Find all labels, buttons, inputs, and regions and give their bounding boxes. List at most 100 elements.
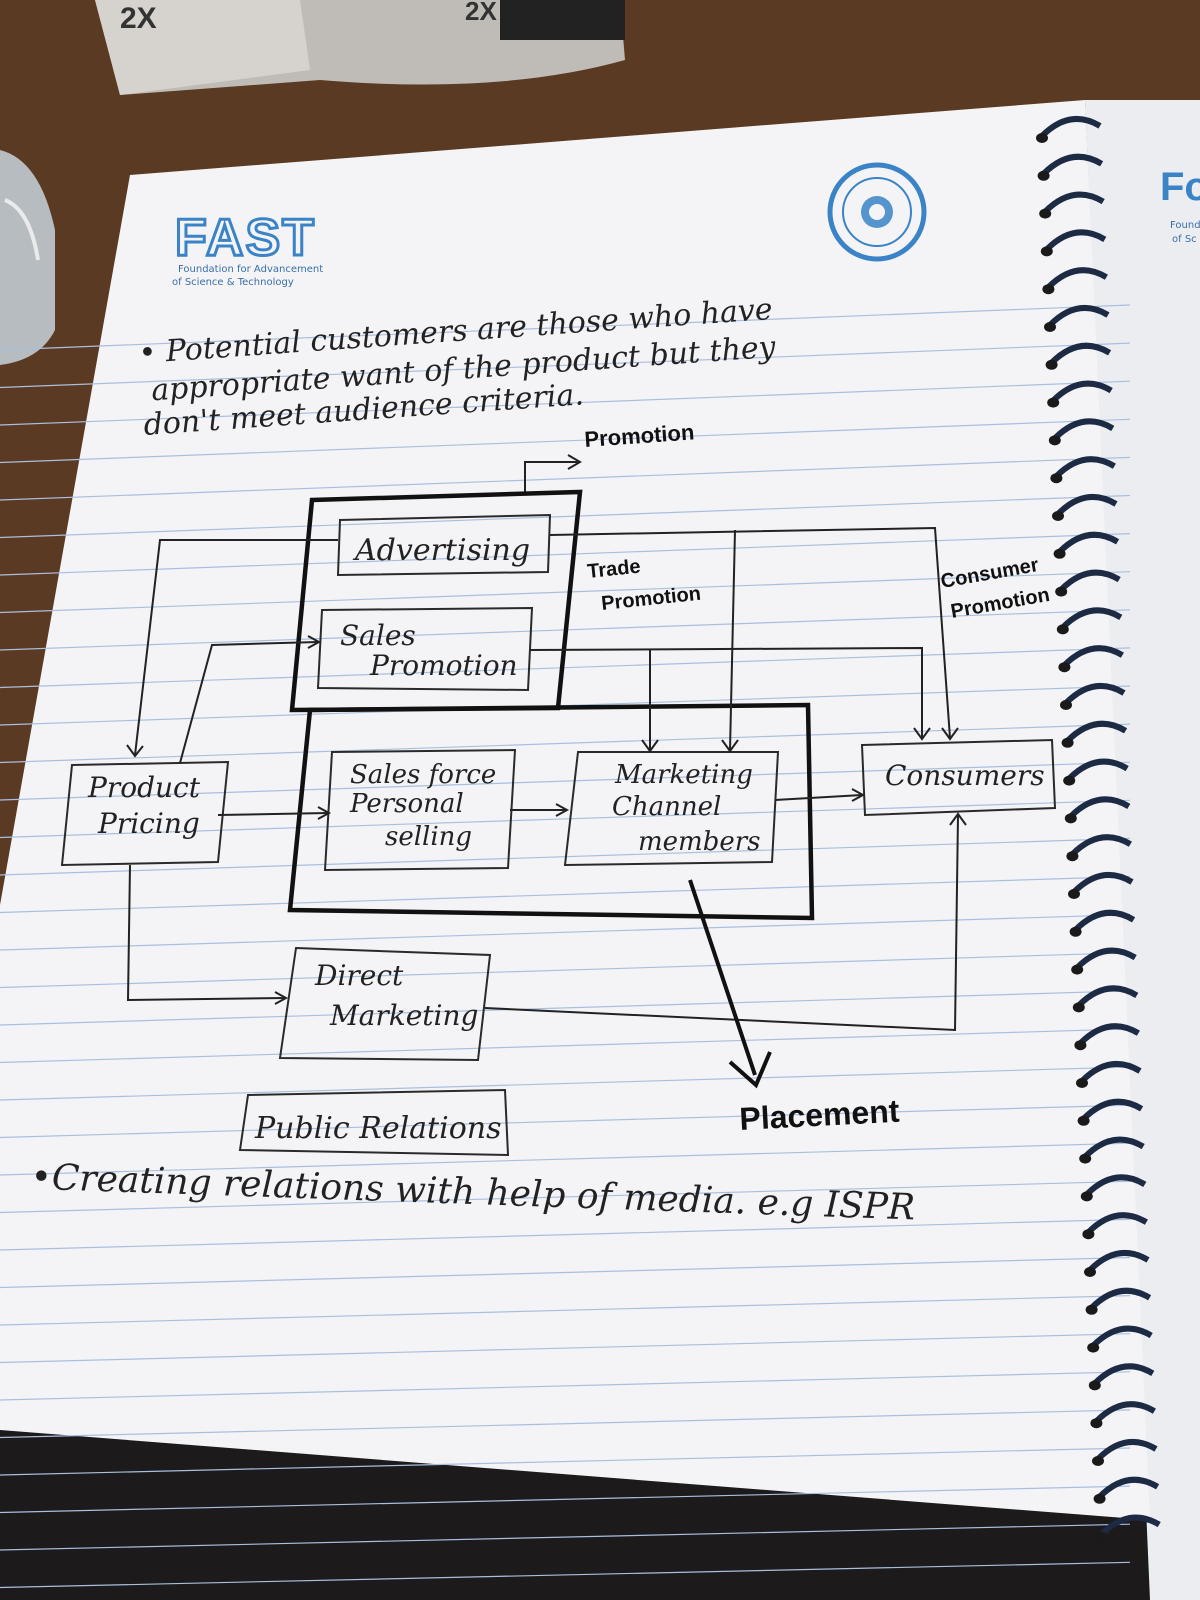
advertising-label: Advertising	[352, 533, 530, 568]
rule-line	[0, 1447, 1131, 1476]
spiral-ring	[1092, 1363, 1155, 1386]
water-bottle	[0, 150, 55, 365]
spiral-ring	[1057, 531, 1120, 554]
snack-label-1: 2X	[120, 2, 157, 35]
university-seal	[827, 162, 927, 262]
sales-force-label-1: Sales force	[350, 760, 496, 790]
spiral-ring	[1097, 1476, 1160, 1499]
placement-label: Placement	[738, 1093, 900, 1137]
direct-marketing-box	[278, 946, 492, 1062]
right-page-sub-2: of Sc	[1172, 234, 1197, 245]
punch-hole	[1048, 435, 1061, 446]
placement-arrow	[688, 879, 757, 1076]
spiral-ring	[1089, 1287, 1152, 1310]
punch-hole	[1088, 1380, 1101, 1391]
punch-hole	[1087, 1342, 1100, 1353]
consumers-label: Consumers	[885, 759, 1045, 792]
spiral-ring	[1086, 1212, 1148, 1235]
rule-line	[0, 875, 1131, 914]
spiral-ring	[1041, 153, 1104, 176]
rule-line	[0, 1218, 1131, 1251]
rule-line	[0, 914, 1131, 951]
spiral-ring	[1051, 380, 1113, 403]
right-page-sub-1: Founda	[1170, 220, 1200, 231]
public-relations-box	[238, 1088, 510, 1157]
rule-line	[0, 799, 1131, 839]
channel-members-box	[563, 751, 780, 867]
channel-label-2: Channel	[612, 792, 721, 822]
spiral-ring	[1075, 947, 1137, 970]
spiral-binding	[1036, 116, 1161, 1542]
spiral-ring	[1055, 494, 1118, 517]
rule-line	[0, 1256, 1131, 1289]
punch-hole	[1042, 284, 1055, 295]
fast-logo-text: FAST	[175, 209, 316, 267]
connector-arrows	[126, 526, 967, 1032]
punch-hole	[1066, 851, 1079, 862]
rule-line	[0, 533, 1131, 576]
fast-logo: FAST Foundation for Advancement of Scien…	[172, 208, 323, 289]
spiral-ring	[1073, 909, 1136, 932]
punch-hole	[1082, 1229, 1095, 1240]
rule-line	[0, 723, 1131, 764]
rule-line	[0, 1485, 1131, 1514]
rule-line	[0, 1409, 1131, 1439]
rule-line	[0, 647, 1131, 689]
punch-hole	[1052, 511, 1064, 521]
punch-hole	[1064, 813, 1077, 824]
punch-hole	[1076, 1078, 1088, 1088]
sales-force-label-3: selling	[385, 822, 472, 852]
rule-line	[0, 571, 1131, 614]
snack-label-2: 2X	[465, 0, 497, 26]
punch-hole	[1037, 170, 1050, 181]
spiral-ring	[1091, 1325, 1153, 1348]
direct-marketing-label-1: Direct	[314, 959, 404, 992]
punch-hole	[1055, 586, 1068, 597]
channel-label-1: Marketing	[614, 760, 753, 790]
right-page: Fo Founda of Sc	[1085, 100, 1200, 1600]
promotion-arrow	[524, 461, 578, 495]
punch-hole	[1072, 1002, 1085, 1013]
spiral-ring	[1083, 1136, 1145, 1159]
spiral-ring	[1076, 985, 1139, 1008]
punch-hole	[1045, 359, 1058, 370]
fast-logo-sub-2: of Science & Technology	[172, 277, 294, 288]
spiral-ring	[1049, 342, 1112, 365]
spiral-ring	[1084, 1174, 1147, 1197]
punch-hole	[1056, 624, 1069, 635]
punch-hole	[1039, 208, 1052, 219]
right-page-logo: Fo	[1160, 165, 1200, 209]
punch-hole	[1036, 133, 1048, 143]
punch-hole	[1092, 1456, 1104, 1466]
rule-line	[0, 494, 1131, 539]
punch-hole	[1071, 964, 1084, 975]
punch-hole	[1069, 926, 1082, 937]
sales-promotion-box	[316, 606, 534, 692]
rule-line	[0, 1142, 1131, 1176]
punch-hole	[1093, 1493, 1106, 1504]
sales-force-box	[323, 748, 517, 872]
punch-hole	[1080, 1191, 1093, 1202]
spiral-ring	[1062, 645, 1124, 668]
rule-line	[0, 418, 1131, 464]
punch-hole	[1047, 397, 1060, 408]
punch-hole	[1074, 1040, 1087, 1051]
product-pricing-label-1: Product	[87, 771, 201, 804]
spiral-ring	[1068, 796, 1131, 819]
rule-line	[0, 1333, 1131, 1364]
snack-wrapper: 2X 2X	[95, 0, 625, 95]
rule-line	[0, 1180, 1131, 1214]
distribution-group-box	[287, 702, 815, 921]
punch-hole	[1068, 889, 1080, 899]
channel-label-3: members	[638, 827, 761, 857]
product-pricing-box	[60, 760, 230, 867]
punch-hole	[1050, 473, 1063, 484]
spiral-ring	[1047, 305, 1110, 328]
rule-line	[0, 761, 1131, 801]
punch-hole	[1084, 1267, 1096, 1277]
punch-hole	[1095, 1531, 1108, 1542]
spiral-ring	[1059, 569, 1121, 592]
spiral-ring	[1078, 1023, 1140, 1046]
punch-hole	[1085, 1304, 1098, 1315]
direct-marketing-label-2: Marketing	[329, 999, 478, 1032]
